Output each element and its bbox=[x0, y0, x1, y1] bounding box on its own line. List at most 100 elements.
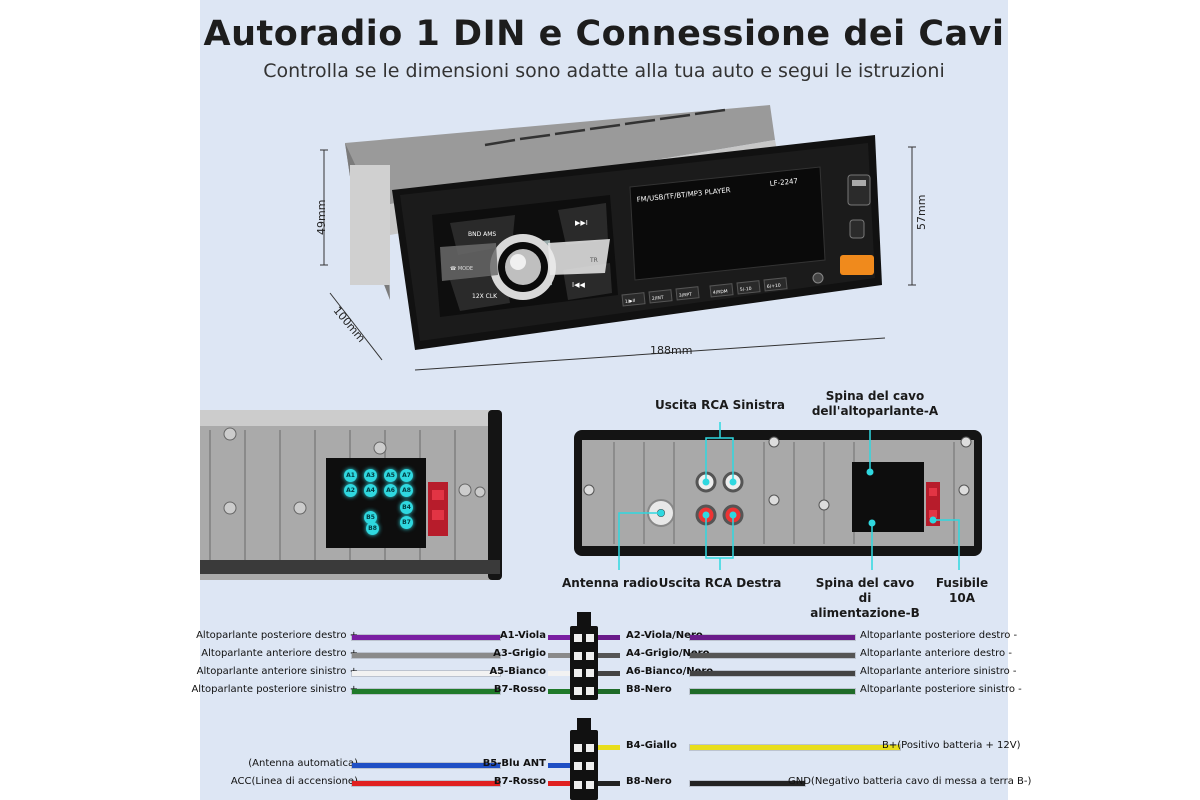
wire-right-stub bbox=[598, 745, 620, 750]
wire-row: Altoparlante posteriore destro + A1-Viola… bbox=[196, 630, 1017, 646]
tr-button[interactable]: TR bbox=[589, 257, 598, 264]
callout-speaker-plug: Spina del cavo dell'altoparlante-A bbox=[811, 389, 939, 418]
wire-left-label: ACC(Linea di accensione) bbox=[230, 776, 358, 787]
wire-right-stub bbox=[598, 689, 620, 694]
wire-left-stub bbox=[548, 763, 570, 768]
wire-row: Altoparlante anteriore sinistro + A5-Bian… bbox=[196, 666, 1017, 682]
rear-callout-lines bbox=[618, 422, 960, 570]
wire-right bbox=[690, 671, 855, 676]
dimension-width: 188mm bbox=[650, 344, 693, 357]
pin-label-a2: A2 bbox=[344, 484, 357, 497]
wire-row: (Antenna automatica) B5-Blu ANT bbox=[200, 758, 1008, 774]
wire-row: Altoparlante anteriore destro + A3-Grigio… bbox=[200, 648, 1012, 664]
wire-left-label: Altoparlante anteriore destro + bbox=[201, 648, 358, 659]
wire-left bbox=[352, 689, 500, 694]
pin-label-b4: B4 bbox=[400, 501, 413, 514]
wire-right-label: B+(Positivo batteria + 12V) bbox=[882, 740, 1021, 751]
wire-left-label: (Antenna automatica) bbox=[248, 758, 358, 769]
preset-button-3[interactable]: 3/RPT bbox=[679, 292, 693, 299]
wire-right bbox=[690, 653, 855, 658]
wire-left bbox=[352, 653, 500, 658]
wire-right-stub bbox=[598, 635, 620, 640]
wire-right-label: Altoparlante posteriore destro - bbox=[860, 630, 1018, 641]
call-button[interactable]: ☎ MODE bbox=[450, 266, 473, 272]
wire-left-label: Altoparlante posteriore destro + bbox=[196, 630, 358, 641]
pin-label-a8: A8 bbox=[400, 484, 413, 497]
wire-row: B4-Giallo B+(Positivo batteria + 12V) bbox=[200, 740, 1021, 756]
usb-c-port-icon bbox=[849, 219, 865, 239]
band-button[interactable]: BND AMS bbox=[468, 231, 496, 238]
wire-left-code: B7-Rosso bbox=[493, 776, 546, 787]
model-label: LF-2247 bbox=[769, 177, 798, 188]
wire-row: ACC(Linea di accensione) B7-Rosso B8-Nero G… bbox=[200, 776, 1032, 792]
pin-label-a7: A7 bbox=[400, 469, 413, 482]
wire-right bbox=[690, 689, 855, 694]
callout-rca-left: Uscita RCA Sinistra bbox=[655, 398, 785, 412]
wire-right-code: A4-Grigio/Nero bbox=[626, 648, 710, 659]
wire-left-label: Altoparlante posteriore sinistro + bbox=[191, 684, 358, 695]
wire-right-stub bbox=[598, 653, 620, 658]
wire-left-code: A1-Viola bbox=[499, 630, 546, 641]
page-subtitle: Controlla se le dimensioni sono adatte a… bbox=[263, 60, 945, 82]
connector-a-graphic bbox=[570, 612, 598, 700]
preset-button-5[interactable]: 5/-10 bbox=[740, 286, 752, 293]
connector-b-graphic bbox=[570, 718, 598, 800]
wire-left-stub bbox=[548, 671, 570, 676]
wire-left-stub bbox=[548, 635, 570, 640]
power-led-icon bbox=[840, 255, 874, 275]
wire-right-code: A6-Bianco/Nero bbox=[626, 666, 714, 677]
wire-left-code: A5-Bianco bbox=[489, 666, 546, 677]
wire-right-label: Altoparlante anteriore sinistro - bbox=[860, 666, 1017, 677]
wire-right-code: B4-Giallo bbox=[626, 740, 677, 751]
wire-left bbox=[352, 671, 500, 676]
callout-rca-right: Uscita RCA Destra bbox=[658, 576, 782, 590]
radio-product-image: FM/USB/TF/BT/MP3 PLAYER LF-2247 BND AMS … bbox=[320, 105, 916, 371]
wire-left-code: B5-Blu ANT bbox=[482, 758, 546, 769]
pin-label-b5: B5 bbox=[364, 511, 377, 524]
wire-left bbox=[352, 781, 500, 786]
wire-left-code: B7-Rosso bbox=[493, 684, 546, 695]
preset-button-6[interactable]: 6/+10 bbox=[767, 283, 782, 290]
dimension-height-left: 49mm bbox=[315, 199, 328, 235]
callout-fuse: Fusibile 10A bbox=[935, 576, 989, 605]
wire-row: Altoparlante posteriore sinistro + B7-Ros… bbox=[191, 684, 1021, 700]
wire-left-label: Altoparlante anteriore sinistro + bbox=[196, 666, 358, 677]
wire-right bbox=[690, 745, 900, 750]
preset-button-2[interactable]: 2/INT bbox=[652, 295, 665, 302]
pin-label-a4: A4 bbox=[364, 484, 377, 497]
wire-left-stub bbox=[548, 689, 570, 694]
wire-left-code: A3-Grigio bbox=[493, 648, 546, 659]
wire-right-label: Altoparlante posteriore sinistro - bbox=[860, 684, 1022, 695]
prev-button[interactable]: I◀◀ bbox=[572, 281, 585, 289]
wire-right-code: B8-Nero bbox=[626, 776, 672, 787]
wire-right-stub bbox=[598, 781, 620, 786]
dimension-height-right: 57mm bbox=[915, 194, 928, 230]
wire-right bbox=[690, 635, 855, 640]
clk-button[interactable]: 12X CLK bbox=[472, 293, 498, 300]
wire-left bbox=[352, 635, 500, 640]
wire-right-code: B8-Nero bbox=[626, 684, 672, 695]
pin-label-b7: B7 bbox=[400, 516, 413, 529]
wire-left-stub bbox=[548, 653, 570, 658]
wire-right-label: Altoparlante anteriore destro - bbox=[860, 648, 1012, 659]
wire-right-label: GND(Negativo batteria cavo di messa a te… bbox=[788, 776, 1032, 787]
usb-port-icon bbox=[847, 174, 871, 206]
wire-right-stub bbox=[598, 671, 620, 676]
preset-button-1[interactable]: 1/▶II bbox=[625, 298, 636, 305]
preset-button-4[interactable]: 4/RDM bbox=[713, 288, 729, 296]
aux-jack-icon bbox=[812, 272, 824, 284]
pin-label-a6: A6 bbox=[384, 484, 397, 497]
callout-antenna: Antenna radio bbox=[561, 576, 659, 590]
pin-label-a1: A1 bbox=[344, 469, 357, 482]
pin-label-a3: A3 bbox=[364, 469, 377, 482]
wire-right-code: A2-Viola/Nero bbox=[626, 630, 703, 641]
page-title: Autoradio 1 DIN e Connessione dei Cavi bbox=[203, 14, 1005, 54]
pin-label-a5: A5 bbox=[384, 469, 397, 482]
pin-label-b8: B8 bbox=[366, 522, 379, 535]
callout-power-plug: Spina del cavo di alimentazione-B bbox=[810, 576, 920, 620]
wire-right bbox=[690, 781, 805, 786]
next-button[interactable]: ▶▶I bbox=[575, 219, 588, 227]
wire-left bbox=[352, 763, 500, 768]
wire-left-stub bbox=[548, 781, 570, 786]
